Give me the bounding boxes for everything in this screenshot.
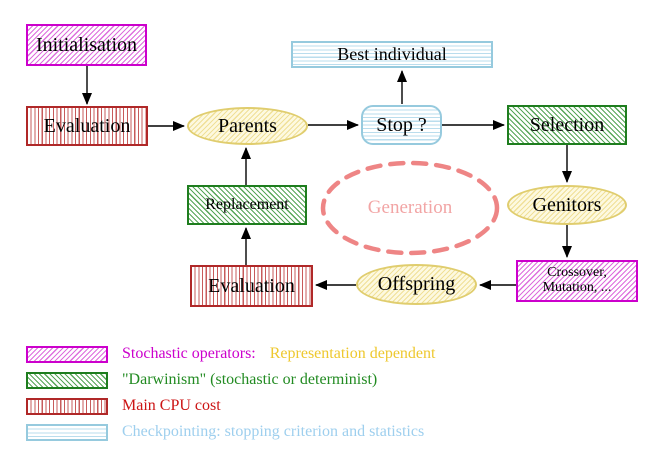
node-parents-label: Parents xyxy=(218,114,277,137)
node-selection: Selection xyxy=(507,105,627,145)
legend-swatch-cyan-stripes xyxy=(26,423,108,441)
node-crossover-mutation: Crossover, Mutation, ... xyxy=(516,260,638,302)
legend-row-darwinism: "Darwinism" (stochastic or determinist) xyxy=(26,371,377,389)
legend-label-stochastic-operators: Stochastic operators: Representation dep… xyxy=(122,345,435,363)
node-crossover-label-line1: Crossover, xyxy=(547,265,607,281)
node-best-individual: Best individual xyxy=(291,41,493,68)
node-initialisation-label: Initialisation xyxy=(35,33,138,56)
node-initialisation: Initialisation xyxy=(26,24,147,66)
node-evaluation-bottom: Evaluation xyxy=(190,265,313,307)
node-genitors: Genitors xyxy=(507,185,627,225)
legend-text-darwinism: "Darwinism" (stochastic or determinist) xyxy=(122,371,378,388)
legend-swatch-green-hatch xyxy=(26,371,108,389)
legend-swatch-red-stripes xyxy=(26,397,108,415)
node-genitors-label: Genitors xyxy=(532,193,602,216)
node-evaluation-top: Evaluation xyxy=(26,106,148,146)
node-selection-label: Selection xyxy=(529,113,605,136)
node-parents: Parents xyxy=(187,107,308,145)
node-offspring-label: Offspring xyxy=(377,273,456,295)
legend-text-cpu-cost: Main CPU cost xyxy=(122,397,221,414)
node-best-individual-label: Best individual xyxy=(337,44,447,65)
node-offspring: Offspring xyxy=(356,264,477,305)
node-stop-label: Stop ? xyxy=(376,113,427,136)
node-replacement-label: Replacement xyxy=(205,195,289,213)
legend-text-representation-dependent: Representation dependent xyxy=(269,345,436,362)
node-crossover-label-line2: Mutation, ... xyxy=(542,280,612,295)
node-replacement: Replacement xyxy=(187,185,307,225)
legend-swatch-magenta-hatch xyxy=(26,345,108,363)
node-stop: Stop ? xyxy=(361,105,442,145)
node-evaluation-top-label: Evaluation xyxy=(43,114,131,137)
legend-text-checkpointing: Checkpointing: stopping criterion and st… xyxy=(122,423,425,440)
legend-row-stochastic-operators: Stochastic operators: Representation dep… xyxy=(26,345,435,363)
legend-text-stochastic-operators: Stochastic operators: xyxy=(122,345,256,362)
node-evaluation-bottom-label: Evaluation xyxy=(208,274,295,297)
legend-row-cpu-cost: Main CPU cost xyxy=(26,397,221,415)
generation-label: Generation xyxy=(367,197,453,219)
legend-row-checkpointing: Checkpointing: stopping criterion and st… xyxy=(26,423,424,441)
